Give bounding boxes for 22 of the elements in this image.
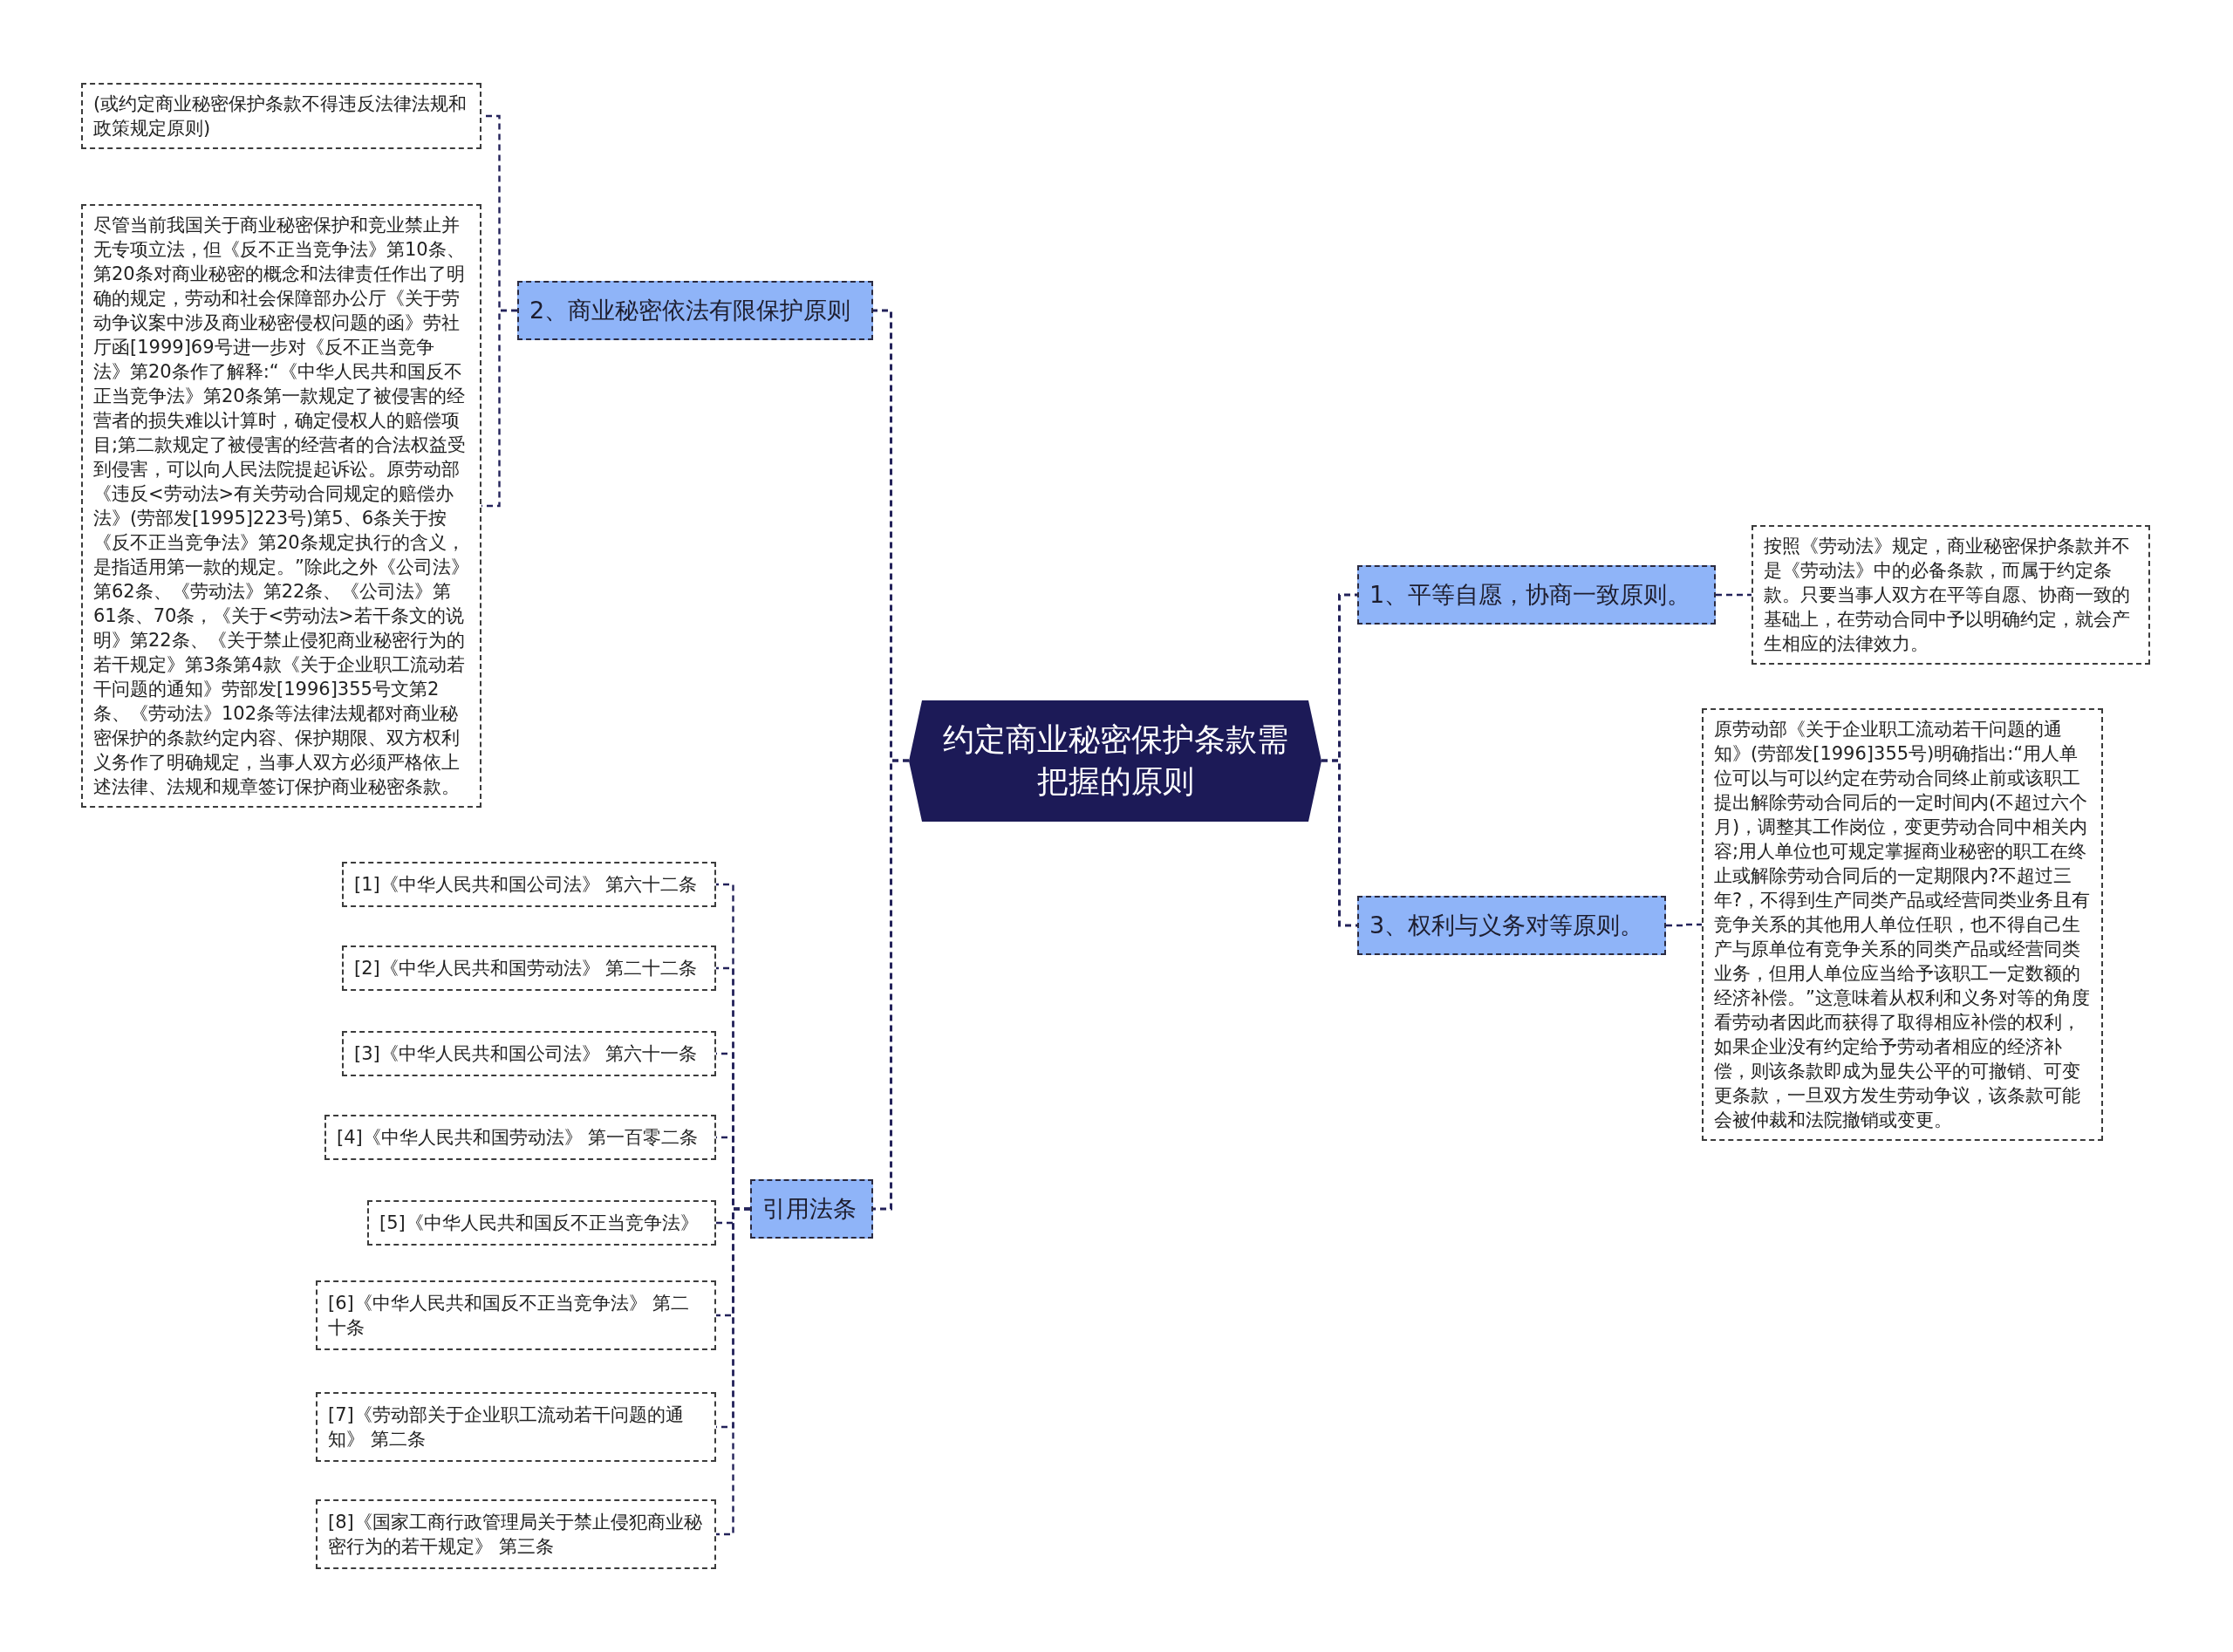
branch-box: 引用法条	[750, 1179, 873, 1239]
branch-box: 2、商业秘密依法有限保护原则	[517, 281, 873, 340]
citation-box: [7]《劳动部关于企业职工流动若干问题的通知》 第二条	[316, 1392, 716, 1462]
citation-box: [6]《中华人民共和国反不正当竞争法》 第二十条	[316, 1280, 716, 1350]
citation-box: [3]《中华人民共和国公司法》 第六十一条	[342, 1031, 716, 1076]
note-box: 按照《劳动法》规定，商业秘密保护条款并不是《劳动法》中的必备条款，而属于约定条款。只要当事人双方在平等自愿、协商一致的基础上，在劳动合同中予以明确约定，就会产生相应的法律效力。	[1752, 525, 2150, 665]
branch-box: 3、权利与义务对等原则。	[1357, 896, 1666, 955]
topic-hexagon: 约定商业秘密保护条款需把握的原则	[909, 700, 1321, 822]
citation-box: [4]《中华人民共和国劳动法》 第一百零二条	[324, 1115, 716, 1160]
connector-line	[716, 1207, 750, 1536]
note-box: (或约定商业秘密保护条款不得违反法律法规和政策规定原则)	[81, 83, 481, 149]
citation-box: [2]《中华人民共和国劳动法》 第二十二条	[342, 945, 716, 991]
citation-box: [1]《中华人民共和国公司法》 第六十二条	[342, 862, 716, 907]
branch-box: 1、平等自愿，协商一致原则。	[1357, 565, 1716, 625]
citation-box: [8]《国家工商行政管理局关于禁止侵犯商业秘密行为的若干规定》 第三条	[316, 1499, 716, 1569]
connector-line	[873, 759, 909, 1211]
note-box: 原劳动部《关于企业职工流动若干问题的通知》(劳部发[1996]355号)明确指出:“用人单位可以与可以约定在劳动合同终止前或该职工提出解除劳动合同后的一定时间内(不超过六个月)，调整其工作岗位，变更劳动合同中相关内容;用人单位也可规定掌握商业秘密的职工在终止或解除劳动合同后的一定期限内?不超过三年?，不得到生产同类产品或经营同类业务且有竞争关系的其他用人单位任职，也不得自己生产与原单位有竞争关系的同类产品或经营同类业务，但用人单位应当给予该职工一定数额的经济补偿。”这意味着从权利和义务对等的角度看劳动者因此而获得了取得相应补偿的权利，如果企业没有约定给予劳动者相应的经济补偿，则该条款即成为显失公平的可撤销、可变更条款，一旦双方发生劳动争议，该条款可能会被仲裁和法院撤销或变更。	[1702, 708, 2103, 1141]
note-box: 尽管当前我国关于商业秘密保护和竞业禁止并无专项立法，但《反不正当竞争法》第10条、第20条对商业秘密的概念和法律责任作出了明确的规定，劳动和社会保障部办公厅《关于劳动争议案中涉及商业秘密侵权问题的函》劳社厅函[1999]69号进一步对《反不正当竞争法》第20条作了解释:“《中华人民共和国反不正当竞争法》第20条第一款规定了被侵害的经营者的损失难以计算时，确定侵权人的赔偿项目;第二款规定了被侵害的经营者的合法权益受到侵害，可以向人民法院提起诉讼。原劳动部《违反<劳动法>有关劳动合同规定的赔偿办法》(劳部发[1995]223号)第5、6条关于按《反不正当竞争法》第20条规定执行的含义，是指适用第一款的规定。”除此之外《公司法》第62条、《劳动法》第22条、《公司法》第61条、70条，《关于<劳动法>若干条文的说明》第22条、《关于禁止侵犯商业秘密行为的若干规定》第3条第4款《关于企业职工流动若干问题的通知》劳部发[1996]355号文第2条、《劳动法》102条等法律法规都对商业秘密保护的条款约定内容、保护期限、双方权利义务作了明确规定，当事人双方必须严格依上述法律、法规和规章签订保护商业秘密条款。	[81, 204, 481, 808]
citation-box: [5]《中华人民共和国反不正当竞争法》	[367, 1200, 716, 1246]
connector-line	[1666, 923, 1702, 927]
connector-line	[1321, 759, 1357, 927]
connector-line	[1716, 593, 1752, 597]
